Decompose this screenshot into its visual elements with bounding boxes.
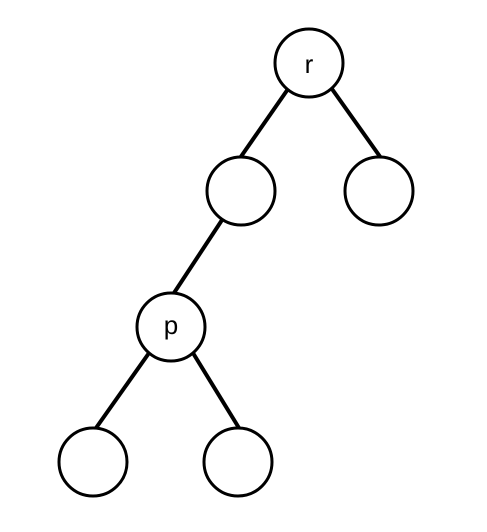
edge-p-to-p-left — [94, 351, 151, 430]
edge-p-to-p-right — [191, 351, 241, 430]
node-root-label: r — [305, 49, 314, 79]
node-root-left — [205, 155, 277, 227]
node-root-right — [343, 155, 415, 227]
edge-root-to-root-right — [330, 87, 383, 160]
node-p-left — [57, 426, 129, 498]
node-root-right-circle — [343, 155, 415, 227]
node-p-label: p — [164, 310, 178, 340]
node-p-right — [202, 426, 274, 498]
node-p-right-circle — [202, 426, 274, 498]
node-p-circle — [135, 291, 207, 363]
edge-root-to-root-left — [238, 87, 290, 160]
node-p: p — [135, 291, 207, 363]
edges — [94, 87, 383, 430]
node-root-circle — [273, 27, 345, 99]
node-root-left-circle — [205, 155, 277, 227]
node-root: r — [273, 27, 345, 99]
nodes: r p — [57, 27, 415, 498]
edge-root-left-to-p — [170, 218, 224, 298]
node-p-left-circle — [57, 426, 129, 498]
